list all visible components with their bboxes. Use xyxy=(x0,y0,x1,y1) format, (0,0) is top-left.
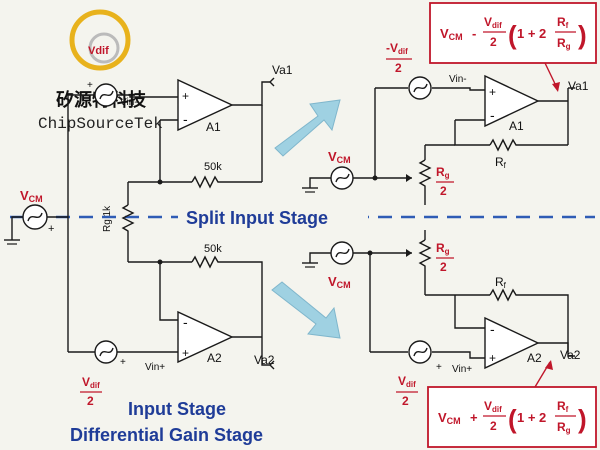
left-a1-label: A1 xyxy=(206,120,221,134)
a2-plus: + xyxy=(182,346,189,360)
svg-text:-: - xyxy=(472,26,476,41)
svg-text:Vdif: Vdif xyxy=(484,15,502,30)
ra1-minus: - xyxy=(490,107,495,123)
svg-text:2: 2 xyxy=(490,419,497,433)
right-top-vdif-den: 2 xyxy=(395,61,402,75)
formula-top: VCM - Vdif 2 ( 1 + 2 Rf Rg ) xyxy=(429,2,597,92)
differential-gain-stage-label: Differential Gain Stage xyxy=(70,425,263,445)
right-rg-bot-label: Rg xyxy=(436,241,450,256)
logo-ring-icon xyxy=(69,9,131,71)
svg-text:1 + 2: 1 + 2 xyxy=(517,26,546,41)
a1-plus: + xyxy=(182,89,189,103)
left-vdif-label: Vdif xyxy=(82,375,100,390)
right-opamp-a1-icon xyxy=(484,74,540,128)
right-a2-label: A2 xyxy=(527,351,542,365)
right-top-vcm-label: VCM xyxy=(328,149,351,165)
svg-text:): ) xyxy=(578,404,587,434)
ra2-plus: + xyxy=(489,351,496,365)
svg-text:): ) xyxy=(578,20,587,50)
split-input-stage-label: Split Input Stage xyxy=(186,208,328,228)
input-stage-label: Input Stage xyxy=(128,399,226,419)
left-vin-minus-label: Vin- xyxy=(120,97,138,108)
svg-text:VCM: VCM xyxy=(438,410,461,426)
left-va2-label: Va2 xyxy=(254,353,275,367)
formula-top-pointer-icon xyxy=(552,82,560,92)
svg-text:Rg: Rg xyxy=(557,420,571,435)
split-label-bg xyxy=(178,205,368,229)
svg-text:2: 2 xyxy=(490,35,497,49)
right-va1-label: Va1 xyxy=(568,79,589,93)
left-vdif-den: 2 xyxy=(87,394,94,408)
logo: Vdif 矽源特科技 ChipSourceTek xyxy=(38,9,163,133)
right-rg-top-den: 2 xyxy=(440,184,447,198)
ra1-plus: + xyxy=(489,85,496,99)
formula-bottom-pointer-icon xyxy=(545,360,553,370)
arrow-upper-icon xyxy=(274,99,341,157)
right-vin-minus-label: Vin- xyxy=(449,74,467,85)
svg-text:Rf: Rf xyxy=(557,15,569,30)
right-bottom-vdif-label: Vdif xyxy=(398,374,416,389)
svg-text:Rf: Rf xyxy=(557,399,569,414)
svg-text:Rg: Rg xyxy=(557,36,571,51)
right-vin-plus-label: Vin+ xyxy=(452,364,472,375)
right-rf-bot-label: Rf xyxy=(495,275,507,290)
left-r-bot-label: 50k xyxy=(204,243,222,255)
left-vcm-plus: + xyxy=(48,223,54,235)
formula-top-box xyxy=(429,2,597,64)
logo-text-en: ChipSourceTek xyxy=(38,115,163,133)
left-vcm-label: VCM xyxy=(20,188,43,204)
right-rg-top-label: Rg xyxy=(436,165,450,180)
left-bot-src-plus: + xyxy=(120,357,126,368)
right-bottom-vdif-den: 2 xyxy=(402,394,409,408)
left-a2-label: A2 xyxy=(207,351,222,365)
right-a1-label: A1 xyxy=(509,119,524,133)
svg-text:VCM: VCM xyxy=(440,26,463,42)
formula-bottom: VCM + Vdif 2 ( 1 + 2 Rf Rg ) xyxy=(427,360,597,448)
left-r-top-label: 50k xyxy=(204,161,222,173)
right-top-vdif-label: -Vdif xyxy=(386,41,408,56)
logo-emblem-text: Vdif xyxy=(88,45,109,57)
ra2-minus: - xyxy=(490,321,495,337)
left-top-src-plus: + xyxy=(87,80,93,91)
right-rf-top-label: Rf xyxy=(495,155,507,170)
arrow-lower-icon xyxy=(271,281,341,339)
left-opamp-a2-icon xyxy=(177,310,234,364)
svg-text:1 + 2: 1 + 2 xyxy=(517,410,546,425)
right-bot-src-plus: + xyxy=(436,362,442,373)
left-opamp-a1-icon xyxy=(177,78,234,132)
svg-text:(: ( xyxy=(508,404,517,434)
left-rg-label: Rg 1k xyxy=(102,205,113,232)
svg-text:+: + xyxy=(470,410,478,425)
a1-minus: - xyxy=(183,111,188,127)
logo-swirl-icon xyxy=(88,32,120,64)
right-rg-bot-den: 2 xyxy=(440,260,447,274)
left-vin-plus-label: Vin+ xyxy=(145,362,165,373)
right-bottom-vcm-label: VCM xyxy=(328,274,351,290)
right-va2-label: Va2 xyxy=(560,348,581,362)
left-va1-label: Va1 xyxy=(272,63,293,77)
formula-bottom-box xyxy=(427,386,597,448)
svg-text:Vdif: Vdif xyxy=(484,399,502,414)
right-circuit: -Vdif 2 Vin- + - A1 Va1 Rf Rg 2 xyxy=(302,41,589,408)
left-circuit: VCM + + Vin- + - A1 Va1 50k Rg 1k 50k xyxy=(4,63,293,408)
right-opamp-a2-icon xyxy=(484,316,540,370)
a2-minus: - xyxy=(183,314,188,330)
svg-text:(: ( xyxy=(508,20,517,50)
